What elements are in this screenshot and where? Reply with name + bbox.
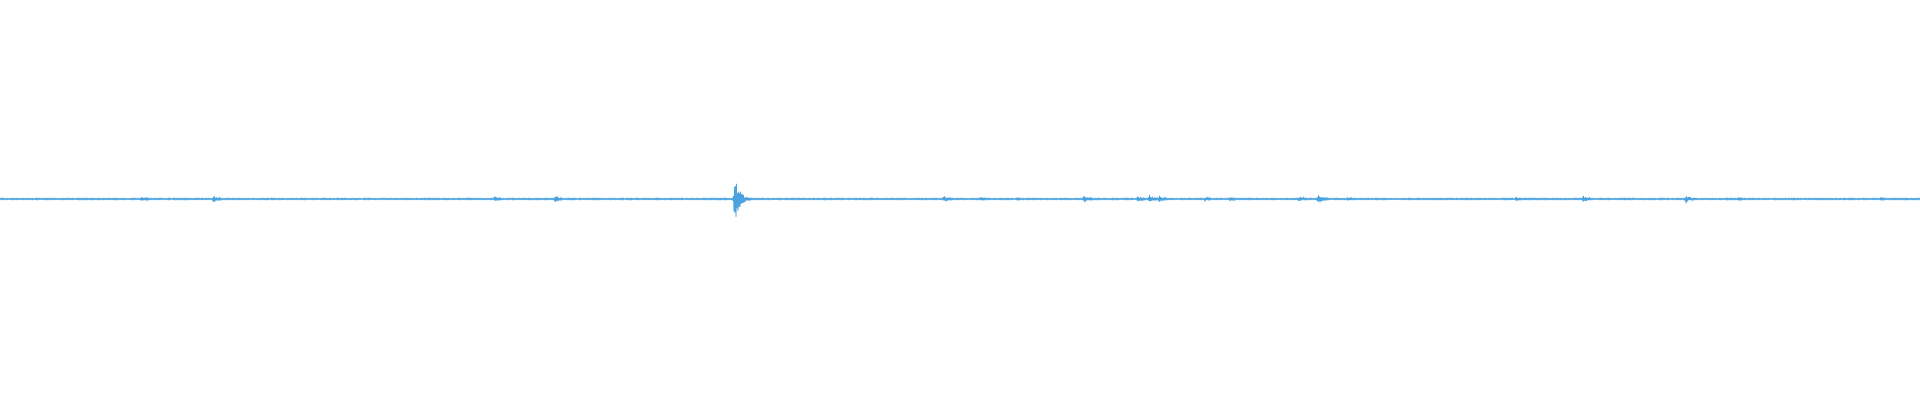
waveform-trace	[0, 183, 1920, 217]
